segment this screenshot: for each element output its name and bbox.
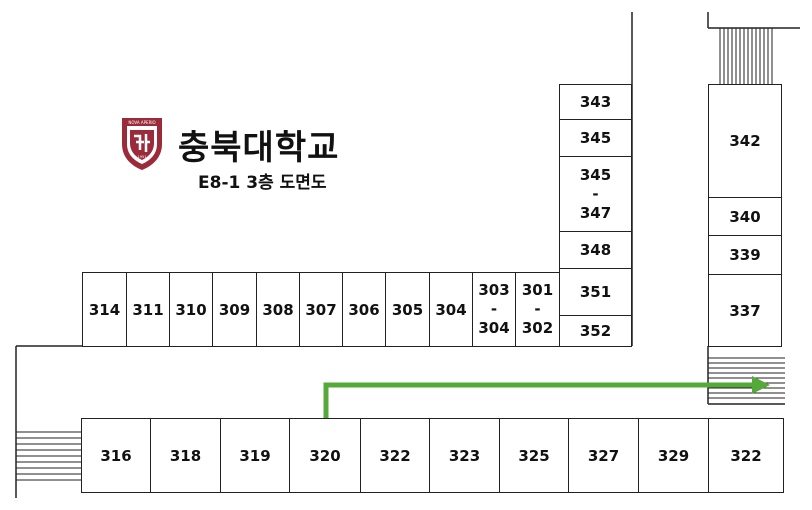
room-label: 347 (579, 203, 612, 222)
stairs-mid-right (708, 357, 785, 399)
room-310[interactable]: 310 (169, 272, 213, 347)
room-307[interactable]: 307 (299, 272, 343, 347)
room-314[interactable]: 314 (82, 272, 127, 347)
room-318[interactable]: 318 (150, 418, 221, 493)
room-345-347[interactable]: 345 - 347 (559, 156, 632, 232)
svg-text:1951: 1951 (138, 155, 147, 159)
room-325[interactable]: 325 (499, 418, 569, 493)
room-342[interactable]: 342 (708, 84, 782, 198)
university-emblem-icon: NOVA APERIO 1951 (122, 118, 162, 170)
room-322[interactable]: 322 (360, 418, 430, 493)
university-name: 충북대학교 (178, 128, 340, 168)
room-352[interactable]: 352 (559, 315, 632, 347)
room-label-dash: - (592, 184, 599, 203)
room-319[interactable]: 319 (220, 418, 290, 493)
room-309[interactable]: 309 (212, 272, 257, 347)
room-345[interactable]: 345 (559, 119, 632, 157)
room-343[interactable]: 343 (559, 84, 632, 120)
room-337[interactable]: 337 (708, 274, 782, 347)
svg-text:NOVA APERIO: NOVA APERIO (128, 120, 155, 125)
room-label: 345 (579, 165, 612, 184)
room-301-302[interactable]: 301 - 302 (515, 272, 560, 347)
stairs-top-right (719, 28, 773, 84)
room-label: 302 (521, 319, 554, 337)
room-label: 303 (478, 281, 510, 299)
stairs-bottom-left (16, 431, 82, 481)
room-348[interactable]: 348 (559, 231, 632, 269)
floor-plan-subtitle: E8-1 3층 도면도 (198, 173, 327, 193)
room-label: 301 (521, 281, 554, 299)
room-316[interactable]: 316 (81, 418, 151, 493)
room-320[interactable]: 320 (289, 418, 361, 493)
room-340[interactable]: 340 (708, 197, 782, 236)
room-303-304[interactable]: 303 - 304 (472, 272, 516, 347)
room-339[interactable]: 339 (708, 235, 782, 275)
room-306[interactable]: 306 (342, 272, 386, 347)
room-322-east[interactable]: 322 (708, 418, 784, 493)
room-label-dash: - (534, 300, 541, 318)
room-308[interactable]: 308 (256, 272, 300, 347)
room-label-dash: - (490, 300, 498, 318)
room-351[interactable]: 351 (559, 268, 632, 316)
university-brand: NOVA APERIO 1951 충북대학교 E8-1 3층 도면도 (118, 114, 378, 194)
route-arrow (323, 376, 770, 434)
room-304[interactable]: 304 (429, 272, 473, 347)
room-323[interactable]: 323 (429, 418, 500, 493)
room-label: 304 (478, 319, 510, 337)
room-305[interactable]: 305 (385, 272, 430, 347)
room-329[interactable]: 329 (638, 418, 709, 493)
room-327[interactable]: 327 (568, 418, 639, 493)
room-311[interactable]: 311 (126, 272, 170, 347)
